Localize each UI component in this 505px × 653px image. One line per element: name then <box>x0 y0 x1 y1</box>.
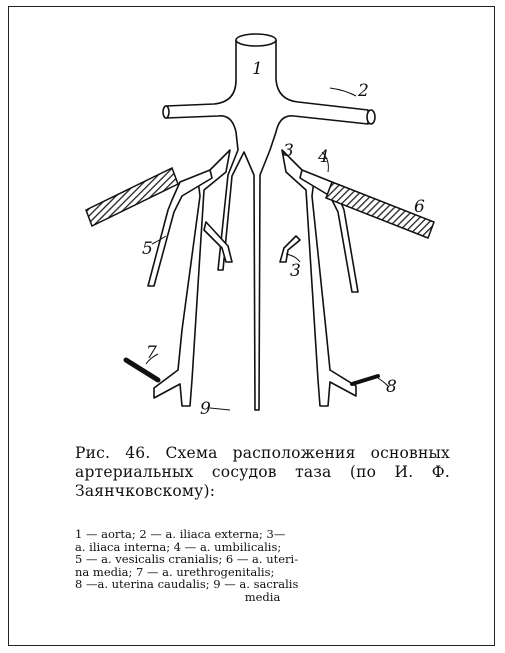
label-8: 8 <box>386 377 397 397</box>
legend-line: 5 — a. vesicalis cranialis; 6 — a. uteri… <box>75 553 450 566</box>
figure-legend: 1 — aorta; 2 — a. iliaca externa; 3— a. … <box>75 528 450 604</box>
left-urethrogenital <box>126 360 158 380</box>
legend-line: 1 — aorta; 2 — a. iliaca externa; 3— <box>75 528 450 541</box>
legend-line: media <box>75 591 450 604</box>
label-6: 6 <box>414 197 425 217</box>
label-1: 1 <box>252 59 263 79</box>
arterial-diagram: 1 2 3 4 5 6 3 7 9 8 <box>0 0 505 440</box>
left-uterine-media <box>86 168 178 226</box>
label-2: 2 <box>357 81 369 101</box>
label-5: 5 <box>142 239 153 259</box>
label-3-top: 3 <box>283 141 294 161</box>
label-4: 4 <box>317 147 329 167</box>
aorta-lumen <box>236 34 276 46</box>
right-uterina-caudalis <box>352 376 378 384</box>
label-7: 7 <box>146 343 157 363</box>
figure-caption-title: Рис. 46. Схема расположения основных арт… <box>75 444 450 501</box>
label-3-side: 3 <box>290 261 301 281</box>
label-9: 9 <box>200 399 211 419</box>
